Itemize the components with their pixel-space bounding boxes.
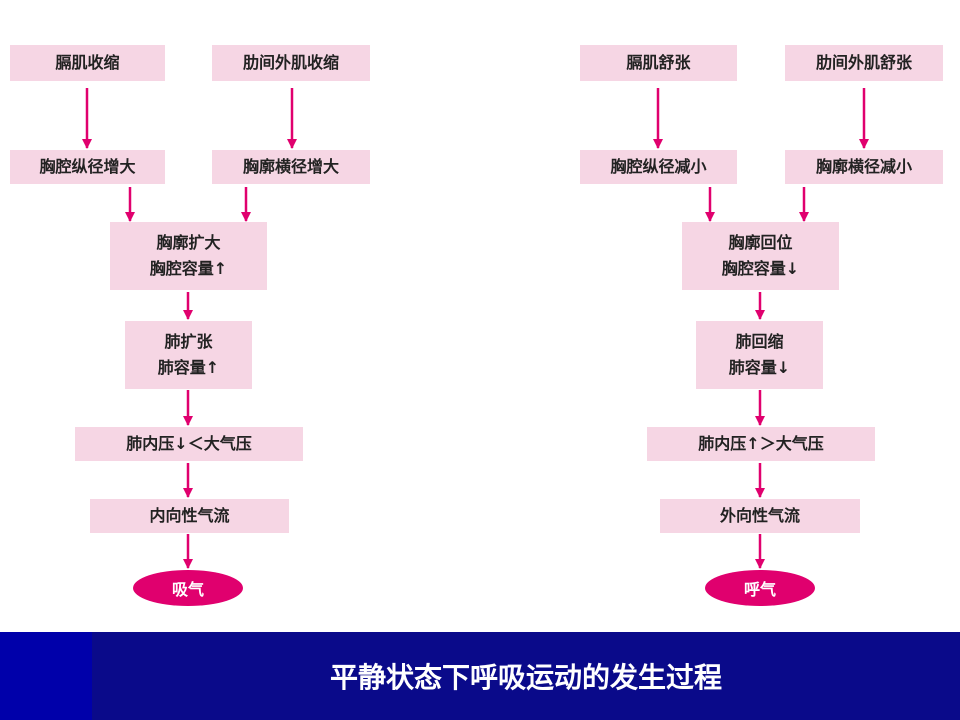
- box-transverse-decrease: 胸廓横径减小: [785, 150, 943, 184]
- caption-bar-accent: [0, 632, 92, 720]
- box-vertical-decrease: 胸腔纵径减小: [580, 150, 737, 184]
- slide-caption: 平静状态下呼吸运动的发生过程: [329, 661, 722, 694]
- box-text: 胸廓横径增大: [242, 157, 339, 177]
- box-thorax-return: 胸廓回位 胸腔容量↓: [682, 222, 839, 290]
- box-lung-expand: 肺扩张 肺容量↑: [125, 321, 252, 389]
- oval-text: 呼气: [743, 580, 776, 599]
- box-airflow-outward: 外向性气流: [660, 499, 860, 533]
- box-text-line1: 肺回缩: [735, 332, 784, 352]
- box-text: 肺内压↓＜大气压: [126, 434, 252, 454]
- box-intercostal-relax: 肋间外肌舒张: [785, 45, 943, 81]
- box-diaphragm-contract: 膈肌收缩: [10, 45, 165, 81]
- box-intercostal-contract: 肋间外肌收缩: [212, 45, 370, 81]
- box-text: 肋间外肌舒张: [815, 53, 912, 73]
- box-text-line2: 肺容量↑: [157, 358, 220, 377]
- box-text-line2: 胸腔容量↑: [149, 259, 228, 278]
- box-text: 肋间外肌收缩: [242, 53, 339, 73]
- box-pressure-exhale: 肺内压↑＞大气压: [647, 427, 875, 461]
- box-text-line1: 肺扩张: [164, 332, 213, 352]
- box-text: 胸腔纵径减小: [610, 157, 707, 177]
- box-lung-retract: 肺回缩 肺容量↓: [696, 321, 823, 389]
- box-vertical-increase: 胸腔纵径增大: [10, 150, 165, 184]
- flow-arrows: [82, 88, 869, 569]
- box-text: 外向性气流: [719, 506, 800, 526]
- box-text-line2: 肺容量↓: [728, 358, 791, 377]
- oval-exhale: 呼气: [705, 570, 815, 606]
- box-text-line1: 胸廓回位: [728, 233, 793, 253]
- box-diaphragm-relax: 膈肌舒张: [580, 45, 737, 81]
- box-text: 胸腔纵径增大: [39, 157, 136, 177]
- box-text: 内向性气流: [149, 506, 230, 526]
- box-text: 肺内压↑＞大气压: [698, 434, 824, 454]
- box-text: 胸廓横径减小: [815, 157, 912, 177]
- box-text-line1: 胸廓扩大: [156, 233, 221, 253]
- box-text: 膈肌收缩: [55, 53, 120, 73]
- box-thorax-expand: 胸廓扩大 胸腔容量↑: [110, 222, 267, 290]
- box-pressure-inhale: 肺内压↓＜大气压: [75, 427, 303, 461]
- box-text-line2: 胸腔容量↓: [721, 259, 800, 278]
- caption-bar: 平静状态下呼吸运动的发生过程: [0, 632, 960, 720]
- box-airflow-inward: 内向性气流: [90, 499, 289, 533]
- box-text: 膈肌舒张: [626, 53, 691, 73]
- oval-inhale: 吸气: [133, 570, 243, 606]
- box-transverse-increase: 胸廓横径增大: [212, 150, 370, 184]
- oval-text: 吸气: [171, 580, 204, 599]
